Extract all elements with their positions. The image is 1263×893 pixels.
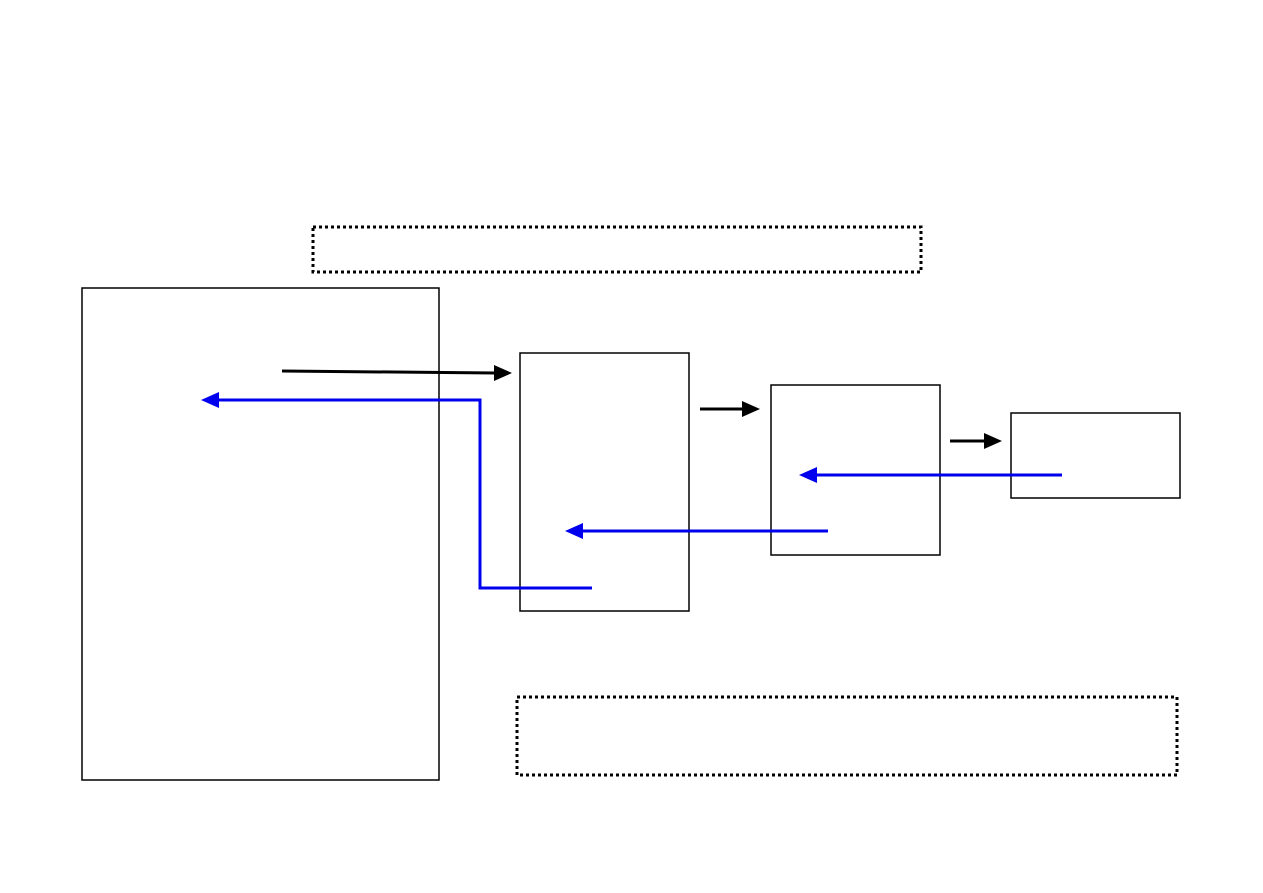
box-far-right bbox=[1010, 412, 1181, 499]
return-arrow-center-right-to-middle bbox=[565, 523, 828, 539]
dashed-box-bottom bbox=[515, 695, 1179, 777]
arrow-center-right-to-far-right bbox=[950, 433, 1002, 449]
arrow-middle-to-center-right bbox=[700, 401, 760, 417]
return-arrow-far-right-to-center-right bbox=[799, 467, 1062, 483]
box-middle bbox=[519, 352, 690, 612]
dashed-box-top bbox=[311, 225, 923, 274]
box-large-left bbox=[81, 287, 440, 781]
arrow-left-to-middle bbox=[281, 365, 512, 381]
box-center-right bbox=[770, 384, 941, 556]
return-arrow-middle-to-left bbox=[201, 392, 592, 590]
